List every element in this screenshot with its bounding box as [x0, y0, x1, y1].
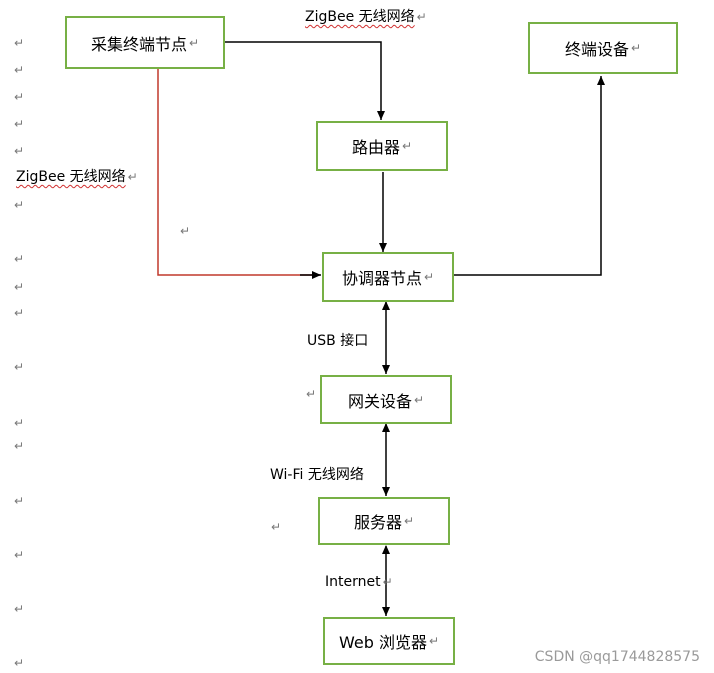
- paragraph-mark: ↵: [14, 36, 25, 50]
- node-terminal-label: 终端设备: [564, 40, 629, 59]
- edge-label-zigbee-left: ZigBee 无线网络↵: [16, 169, 138, 185]
- node-router-label: 路由器: [351, 138, 400, 157]
- edge-collector-coordinator: [157, 68, 320, 276]
- node-gateway-label: 网关设备: [347, 391, 412, 411]
- node-terminal: 终端设备↵: [528, 22, 678, 74]
- paragraph-mark: ↵: [14, 144, 25, 158]
- paragraph-mark: ↵: [14, 548, 25, 562]
- edge-coordinator-terminal: [454, 76, 605, 276]
- paragraph-mark: ↵: [14, 416, 25, 430]
- paragraph-mark: ↵: [14, 439, 25, 453]
- edge-label-internet: Internet↵: [325, 574, 393, 590]
- paragraph-mark: ↵: [180, 224, 191, 238]
- paragraph-mark: ↵: [14, 306, 25, 320]
- node-server-label: 服务器: [353, 513, 402, 532]
- paragraph-mark: ↵: [14, 63, 25, 77]
- node-browser: Web 浏览器↵: [323, 617, 455, 665]
- edge-label-zigbee-top: ZigBee 无线网络↵: [305, 9, 427, 25]
- node-gateway: 网关设备↵: [320, 375, 452, 424]
- node-coordinator-label: 协调器节点: [341, 269, 422, 288]
- node-router: 路由器↵: [316, 121, 448, 171]
- edge-label-usb: USB 接口: [307, 333, 369, 349]
- paragraph-mark: ↵: [14, 117, 25, 131]
- paragraph-mark: ↵: [14, 280, 25, 294]
- edge-label-wifi: Wi-Fi 无线网络: [270, 467, 364, 483]
- paragraph-mark: ↵: [14, 90, 25, 104]
- node-browser-label: Web 浏览器: [338, 633, 427, 652]
- paragraph-mark: ↵: [14, 494, 25, 508]
- node-server: 服务器↵: [318, 497, 450, 545]
- paragraph-mark: ↵: [14, 198, 25, 212]
- paragraph-mark: ↵: [14, 602, 25, 616]
- paragraph-mark: ↵: [306, 387, 317, 401]
- node-coordinator: 协调器节点↵: [322, 252, 454, 302]
- edge-collector-router: [224, 41, 385, 120]
- paragraph-mark: ↵: [14, 360, 25, 374]
- paragraph-mark: ↵: [271, 520, 282, 534]
- paragraph-mark: ↵: [14, 656, 25, 670]
- node-collector-label: 采集终端节点: [90, 34, 187, 54]
- node-collector: 采集终端节点↵: [65, 16, 225, 69]
- watermark: CSDN @qq1744828575: [534, 649, 700, 665]
- paragraph-mark: ↵: [14, 252, 25, 266]
